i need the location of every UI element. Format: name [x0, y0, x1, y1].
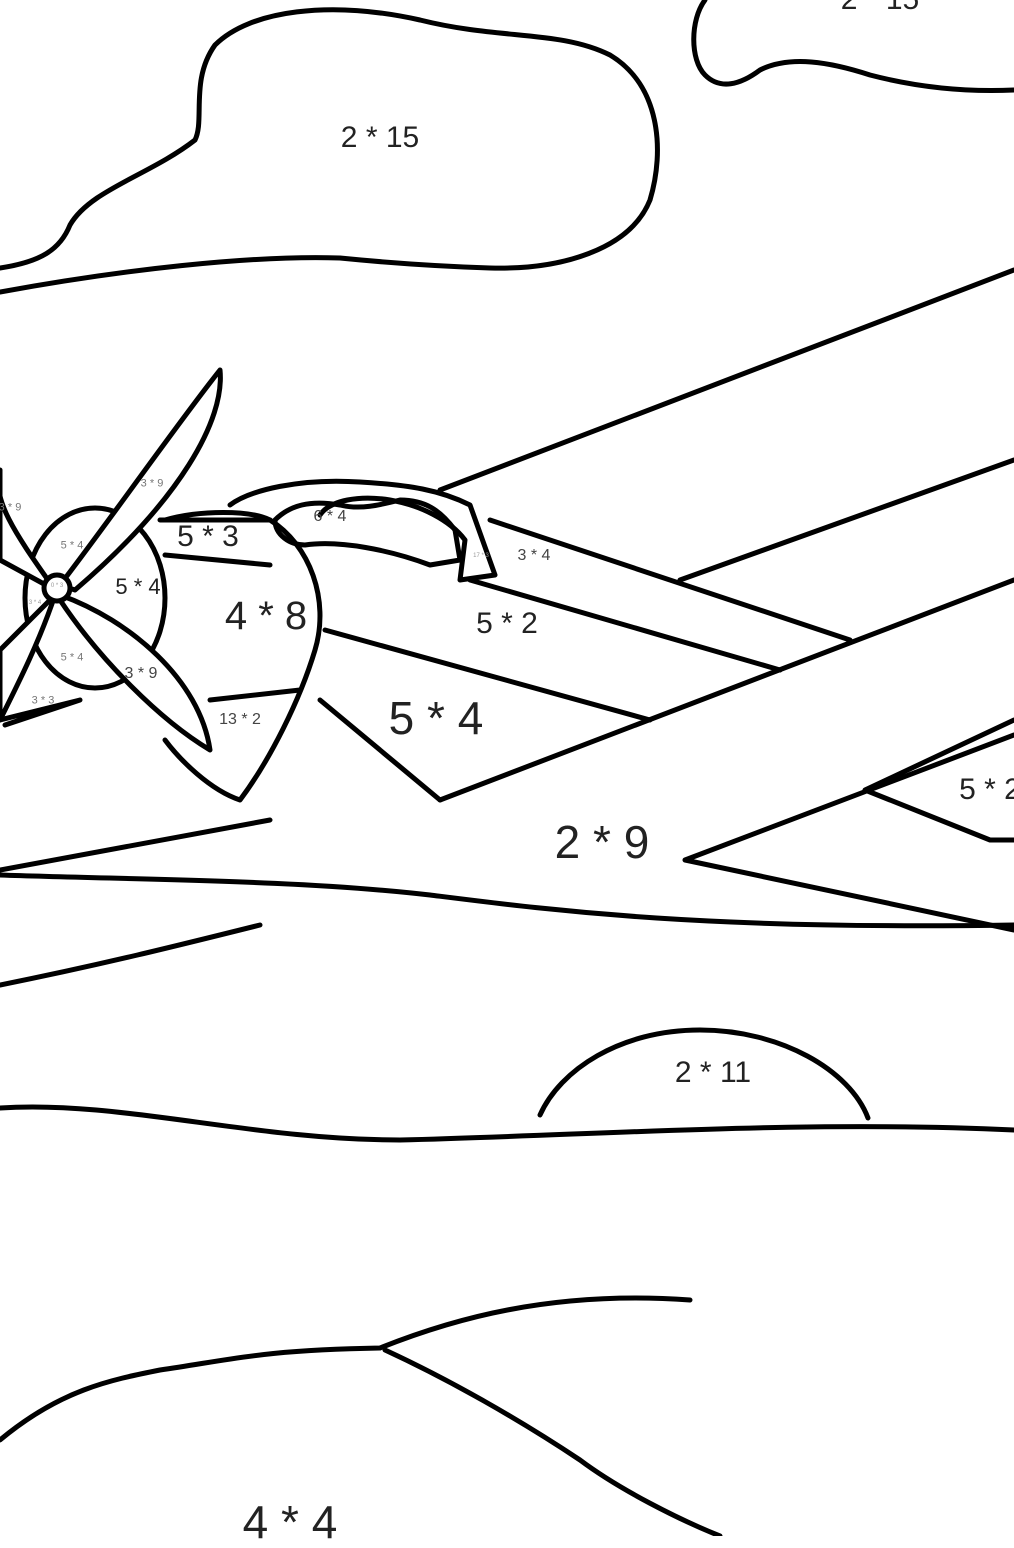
prop-blade-upper-right-label: 3 * 9 — [140, 477, 164, 490]
wing-label: 2 * 9 — [554, 816, 650, 868]
fuselage-bottom — [437, 577, 1014, 803]
cloud-left-label: 2 * 15 — [340, 121, 420, 154]
nose-triangle[interactable] — [0, 697, 83, 728]
fuselage-mid-edge — [677, 457, 1014, 583]
spinner-lower-label: 5 * 4 — [60, 651, 84, 664]
cowl-bottom-line — [207, 687, 303, 703]
propeller-blade-lower[interactable] — [57, 592, 213, 753]
hill-line-right — [382, 1347, 723, 1536]
propeller-blade-left-upper[interactable] — [0, 467, 58, 593]
prop-blade-lower-right-label: 3 * 9 — [124, 665, 158, 682]
fuselage-stripe-edge — [487, 517, 853, 643]
tail-label: 5 * 2 — [959, 773, 1014, 806]
spinner-center-label: 0 * 3 — [50, 583, 64, 589]
hill-line-upper — [0, 1104, 1014, 1143]
canopy-small-label: 17 * 3 — [473, 553, 489, 559]
spinner-upper-label: 5 * 4 — [60, 539, 84, 552]
fuselage-stripe-label: 3 * 4 — [517, 547, 551, 564]
propeller-hub[interactable] — [41, 572, 73, 604]
fuselage-upper-label: 5 * 2 — [476, 607, 538, 640]
nose-triangle-label: 3 * 3 — [31, 694, 55, 707]
spinner-left-label: 3 * 4 — [28, 600, 42, 606]
horizon-line — [0, 922, 263, 988]
canopy-window[interactable] — [272, 497, 463, 568]
cloud-right-outline[interactable] — [691, 0, 1014, 93]
prop-blade-upper-left-label: 3 * 9 — [0, 501, 22, 514]
cowl-top-line — [157, 517, 273, 568]
tail-outline[interactable] — [862, 717, 1014, 843]
cowl-top-label: 5 * 3 — [177, 520, 239, 553]
wing-tip[interactable] — [682, 732, 1014, 933]
wing-outline[interactable] — [0, 697, 1014, 929]
cowl-bottom-label: 13 * 2 — [219, 711, 261, 728]
cloud-right-label: 2 * 15 — [841, 0, 919, 15]
canopy-outline[interactable] — [227, 478, 498, 583]
sun-label: 2 * 11 — [674, 1056, 752, 1089]
fuselage-stripe-lower — [467, 577, 783, 673]
cowl-front-label: 4 * 8 — [224, 594, 308, 638]
sun-outline[interactable] — [537, 1027, 871, 1121]
ground-label: 4 * 4 — [242, 1496, 338, 1548]
hill-line-lower — [0, 1295, 693, 1443]
propeller-blade-upper[interactable] — [57, 367, 223, 593]
cloud-left-outline[interactable] — [0, 7, 660, 295]
fuselage-belly — [322, 627, 653, 723]
fuselage-top-edge — [437, 267, 1014, 493]
spinner-right-label: 5 * 4 — [115, 574, 161, 599]
canopy-window-label: 6 * 4 — [313, 508, 347, 525]
cowl-outline[interactable] — [162, 510, 323, 803]
fuselage-lower-label: 5 * 4 — [388, 692, 484, 744]
